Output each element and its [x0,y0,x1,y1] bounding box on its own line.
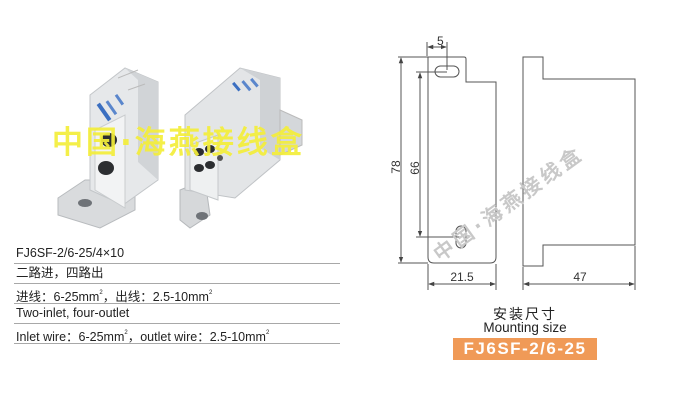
wire-inlet-cn: 进线：6-25mm [16,290,100,304]
product-photo [40,40,340,230]
dim-total-height: 78 [389,160,403,174]
spec-row-wire-en: Inlet wire：6-25mm2，outlet wire：2.5-10mm2 [14,324,340,344]
photo-watermark: 中国·海燕接线盒 [52,125,305,161]
wire-inlet-en: Inlet wire：6-25mm [16,330,125,344]
side-view-outline [522,56,636,267]
superscript: 2 [265,330,270,336]
model-badge: FJ6SF-2/6-25 [453,338,597,360]
terminal-block-four-outlet [179,67,303,229]
spec-table: FJ6SF-2/6-25/4×10 二路进，四路出 进线：6-25mm2，出线：… [14,244,340,344]
wire-outlet-cn: ，出线：2.5-10mm [102,290,209,304]
spec-row-model: FJ6SF-2/6-25/4×10 [14,244,340,264]
mounting-drawing: 5 78 66 21.5 47 中国·海燕接线盒 [370,25,670,305]
superscript: 2 [124,330,128,336]
dim-side-depth: 47 [573,270,587,284]
front-view-outline [427,56,497,264]
spec-row-wire-cn: 进线：6-25mm2，出线：2.5-10mm2 [14,284,340,304]
dim-hole-spacing: 66 [408,161,422,175]
drawing-watermark: 中国·海燕接线盒 [429,141,588,266]
terminal-block-two-inlet [57,67,159,229]
caption-chinese: 安装尺寸 [493,307,557,323]
spec-row-description-en: Two-inlet, four-outlet [14,304,340,324]
superscript: 2 [99,290,103,296]
wire-outlet-en: ，outlet wire：2.5-10mm [127,330,266,344]
superscript: 2 [208,290,213,296]
spec-row-description-cn: 二路进，四路出 [14,264,340,284]
dim-front-width: 21.5 [450,270,474,284]
dim-slot-width: 5 [437,34,444,48]
caption-english: Mounting size [483,320,567,335]
